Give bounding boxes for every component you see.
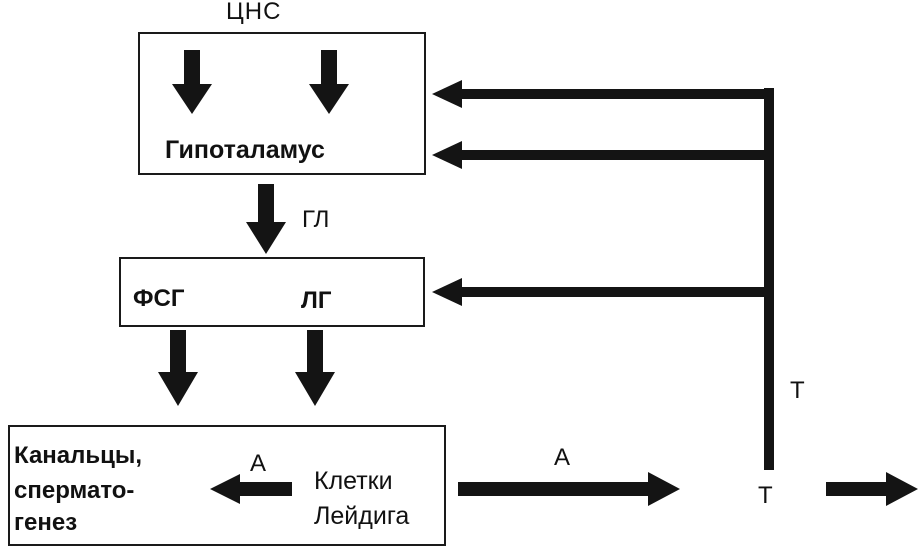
feedback-arrowhead-1	[432, 80, 462, 108]
feedback-vertical-line	[764, 88, 774, 470]
gl-arrow	[246, 184, 286, 254]
lg-label: ЛГ	[301, 287, 332, 314]
hypothalamus-label: Гипоталамус	[165, 136, 325, 164]
feedback-line-3	[458, 287, 774, 297]
tubules-label-line3: генез	[14, 509, 78, 536]
cns-arrow-left	[172, 50, 212, 114]
a-outer-label: А	[554, 444, 571, 471]
a-inner-label: А	[250, 450, 267, 477]
t-output-arrow	[826, 472, 918, 506]
cns-arrow-right	[309, 50, 349, 114]
fsg-arrow	[158, 330, 198, 406]
gl-label: ГЛ	[302, 206, 330, 233]
t-vertical-label: Т	[790, 377, 805, 404]
lg-arrow	[295, 330, 335, 406]
pituitary-box	[119, 257, 425, 327]
cns-label: ЦНС	[226, 0, 282, 25]
leydig-label-line1: Клетки	[314, 467, 393, 495]
t-bottom-label: Т	[758, 482, 773, 509]
fsg-label: ФСГ	[133, 285, 185, 312]
feedback-line-2	[458, 150, 774, 160]
a-inner-arrow	[210, 474, 292, 504]
feedback-arrowhead-3	[432, 278, 462, 306]
leydig-label-line2: Лейдига	[314, 502, 410, 530]
a-outer-arrow	[458, 472, 680, 506]
feedback-arrowhead-2	[432, 141, 462, 169]
feedback-line-1	[458, 89, 774, 99]
tubules-label-line2: спермато-	[14, 477, 135, 504]
tubules-label-line1: Канальцы,	[14, 442, 143, 469]
